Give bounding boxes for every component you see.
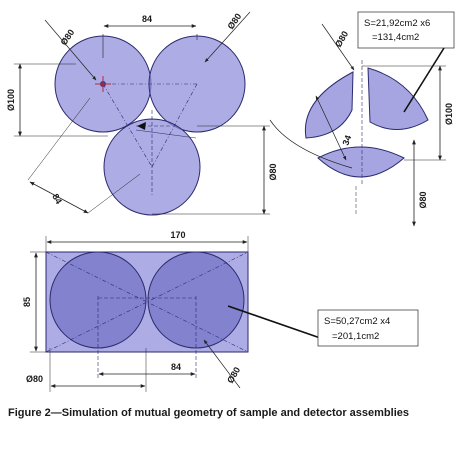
dia80-tr-lower-label: Ø80 (418, 191, 428, 208)
segment-area-line1: S=21,92cm2 x6 (364, 18, 430, 29)
dia80-tr-top-label: Ø80 (333, 29, 350, 49)
dia80-bottom-right-label: Ø80 (225, 365, 242, 385)
dia100-right-label: Ø100 (444, 103, 454, 125)
circle-area-line1: S=50,27cm2 x4 (324, 316, 390, 327)
dim-arc-left: 34 (269, 95, 353, 169)
dia80-bottom-left-label: Ø80 (26, 374, 43, 384)
dim-84-bottom-label: 84 (171, 362, 181, 372)
dia80-right-label: Ø80 (268, 163, 278, 180)
dim-85: 85 (22, 251, 46, 353)
dim-170-label: 170 (170, 230, 185, 240)
dim-170: 170 (45, 230, 249, 252)
dim-dia80-tr-top: Ø80 (321, 23, 355, 71)
lens-segment-left (304, 71, 354, 139)
circle-area-line2: =201,1cm2 (332, 331, 379, 342)
segment-area-annotation: S=21,92cm2 x6 =131,4cm2 (357, 11, 455, 113)
dim-dia80-tr-lower: Ø80 (355, 139, 428, 227)
dim-84-top-label: 84 (142, 14, 152, 24)
dim-84-bottom: 84 (98, 362, 196, 376)
dia80-top-right-label: Ø80 (225, 11, 243, 31)
dim-dia80-bottom-left: Ø80 (26, 348, 147, 392)
three-circle-assembly (54, 35, 246, 216)
dim-84-top: 84 (102, 14, 198, 58)
dim-84-diag-label: 84 (50, 192, 64, 206)
dia100-left-label: Ø100 (6, 89, 16, 111)
segment-area-line2: =131,4cm2 (372, 32, 419, 43)
dim-dia80-right: Ø80 (152, 125, 278, 215)
dim-85-label: 85 (22, 297, 32, 307)
lens-segment-right (367, 67, 429, 131)
circle-area-annotation: S=50,27cm2 x4 =201,1cm2 (227, 305, 419, 347)
rectangle-assembly (45, 251, 249, 378)
dia80-top-left-label: Ø80 (58, 27, 76, 47)
lens-segment-assembly (304, 60, 429, 186)
figure-caption: Figure 2—Simulation of mutual geometry o… (8, 407, 409, 419)
lens-segment-bottom (317, 146, 405, 178)
dim-84-diagonal: 84 (27, 97, 141, 214)
dim-34-label: 34 (340, 134, 353, 147)
